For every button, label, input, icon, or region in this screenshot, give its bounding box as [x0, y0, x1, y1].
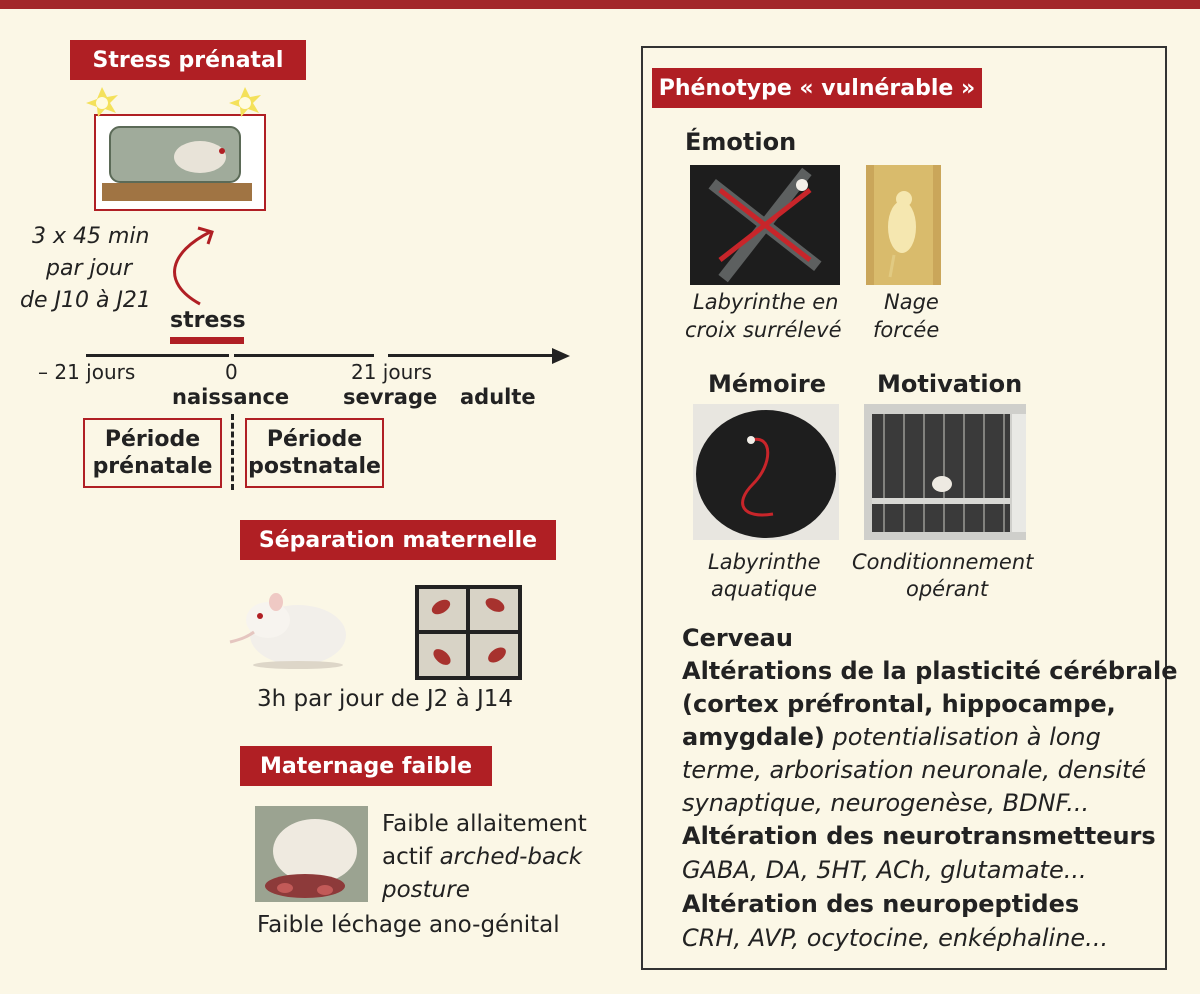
- schedule-line-1: 3 x 45 min: [32, 224, 150, 249]
- phenotype-panel: [641, 46, 1167, 970]
- caption-operant-line1: Conditionnement: [852, 550, 1034, 574]
- schedule-line-2: par jour: [46, 256, 133, 281]
- motivation-heading: Motivation: [877, 370, 1023, 398]
- mother-rat-photo: [255, 806, 368, 902]
- period-prenatal-line1: Période: [104, 427, 201, 452]
- caption-epm-line1: Labyrinthe en: [693, 290, 839, 314]
- caption-watermaze-line1: Labyrinthe: [708, 550, 821, 574]
- birth-dashed-divider: [231, 414, 234, 490]
- stress-arrow-icon: [173, 226, 214, 306]
- caption-watermaze-line2: aquatique: [711, 577, 818, 601]
- plasticity-line2: (cortex préfrontal, hippocampe,: [682, 690, 1116, 718]
- period-postnatal-box: Période postnatale: [245, 418, 384, 488]
- schedule-line-3: de J10 à J21: [20, 288, 151, 313]
- period-postnatal-line2: postnatale: [248, 454, 381, 479]
- water-maze-photo: [693, 404, 839, 540]
- maternage-label: Maternage faible: [240, 746, 492, 786]
- plasticity-line3-italic: potentialisation à long: [824, 723, 1101, 751]
- memory-heading: Mémoire: [708, 370, 826, 398]
- label-weaning: sevrage: [343, 385, 438, 409]
- emotion-heading: Émotion: [685, 128, 797, 156]
- neuropeptides-heading: Altération des neuropeptides: [682, 890, 1080, 918]
- separation-caption: 3h par jour de J2 à J14: [257, 686, 514, 712]
- maternage-line1: Faible allaitement: [382, 811, 587, 837]
- stress-underline: [170, 337, 244, 344]
- label-birth: naissance: [172, 385, 290, 409]
- lamp-icon: [86, 87, 118, 117]
- plasticity-line1: Altérations de la plasticité cérébrale: [682, 657, 1178, 685]
- phenotype-title: Phénotype « vulnérable »: [652, 68, 982, 108]
- timeline-segment-3: [388, 354, 554, 357]
- restraint-tube-photo: [86, 87, 266, 211]
- plasticity-line3: amygdale) potentialisation à long: [682, 723, 1101, 751]
- operant-chamber-photo: [864, 404, 1026, 540]
- caption-epm-line2: croix surrélevé: [685, 318, 842, 342]
- maternage-line2-italic: arched-back: [439, 844, 583, 870]
- caption-swim-line1: Nage: [884, 290, 939, 314]
- neurotransmitters-heading: Altération des neurotransmetteurs: [682, 822, 1156, 850]
- tick-zero: 0: [225, 360, 238, 384]
- tick-minus21: – 21 jours: [38, 360, 136, 384]
- neurotransmitters-list: GABA, DA, 5HT, ACh, glutamate...: [682, 856, 1087, 884]
- timeline-segment-1: [86, 354, 229, 357]
- maternage-line2-prefix: actif: [382, 844, 440, 870]
- lamp-icon: [229, 87, 261, 117]
- period-prenatal-box: Période prénatale: [83, 418, 222, 488]
- caption-operant-line2: opérant: [906, 577, 989, 601]
- neuropeptides-list: CRH, AVP, ocytocine, enképhaline...: [682, 924, 1109, 952]
- pups-cages-photo: [415, 585, 522, 680]
- forced-swim-photo: [866, 165, 941, 285]
- period-postnatal-line1: Période: [266, 427, 363, 452]
- plasticity-line3-bold: amygdale): [682, 723, 825, 751]
- plasticity-line4: terme, arborisation neuronale, densité: [682, 756, 1147, 784]
- label-adult: adulte: [460, 385, 536, 409]
- maternage-line2: actif arched-back: [382, 844, 582, 870]
- caption-swim-line2: forcée: [873, 318, 940, 342]
- tick-plus21: 21 jours: [351, 360, 432, 384]
- maternage-line4: Faible léchage ano-génital: [257, 912, 560, 938]
- timeline-arrow-icon: [552, 348, 570, 364]
- maternage-line3: posture: [382, 877, 470, 903]
- period-prenatal-line2: prénatale: [92, 454, 213, 479]
- top-border: [0, 0, 1200, 9]
- plasticity-line5: synaptique, neurogenèse, BDNF...: [682, 789, 1090, 817]
- elevated-plus-maze-photo: [690, 165, 840, 285]
- separation-label: Séparation maternelle: [240, 520, 556, 560]
- timeline-segment-2: [234, 354, 374, 357]
- white-rat-photo: [229, 593, 346, 669]
- brain-heading: Cerveau: [682, 624, 793, 652]
- stress-prenatal-label: Stress prénatal: [70, 40, 306, 80]
- stress-label: stress: [170, 308, 246, 333]
